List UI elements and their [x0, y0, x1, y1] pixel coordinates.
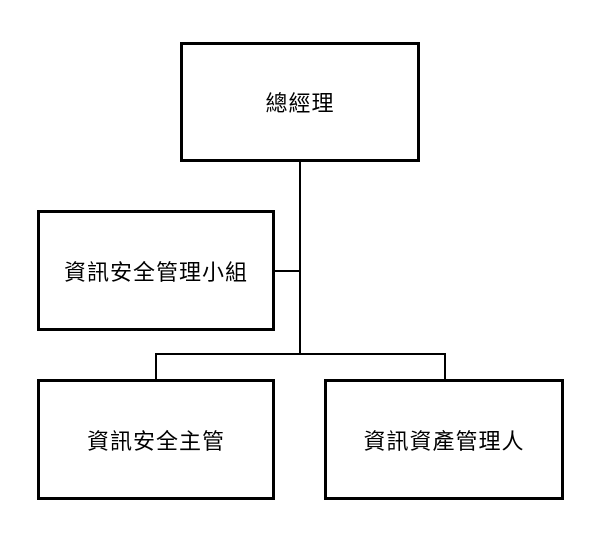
node-general-manager-label: 總經理 — [265, 92, 335, 117]
connector-bottom-bar — [155, 353, 446, 355]
node-security-committee-label: 資訊安全管理小組 — [63, 260, 248, 286]
node-general-manager: 總經理 — [180, 42, 420, 162]
node-asset-manager-label: 資訊資產管理人 — [363, 429, 525, 455]
connector-trunk — [299, 162, 301, 355]
connector-committee — [275, 270, 300, 272]
node-security-committee: 資訊安全管理小組 — [37, 210, 275, 331]
node-security-officer-label: 資訊安全主管 — [86, 429, 225, 455]
node-security-officer: 資訊安全主管 — [37, 379, 275, 500]
connector-officer — [155, 353, 157, 380]
node-asset-manager: 資訊資產管理人 — [324, 379, 564, 500]
connector-asset-manager — [444, 353, 446, 380]
